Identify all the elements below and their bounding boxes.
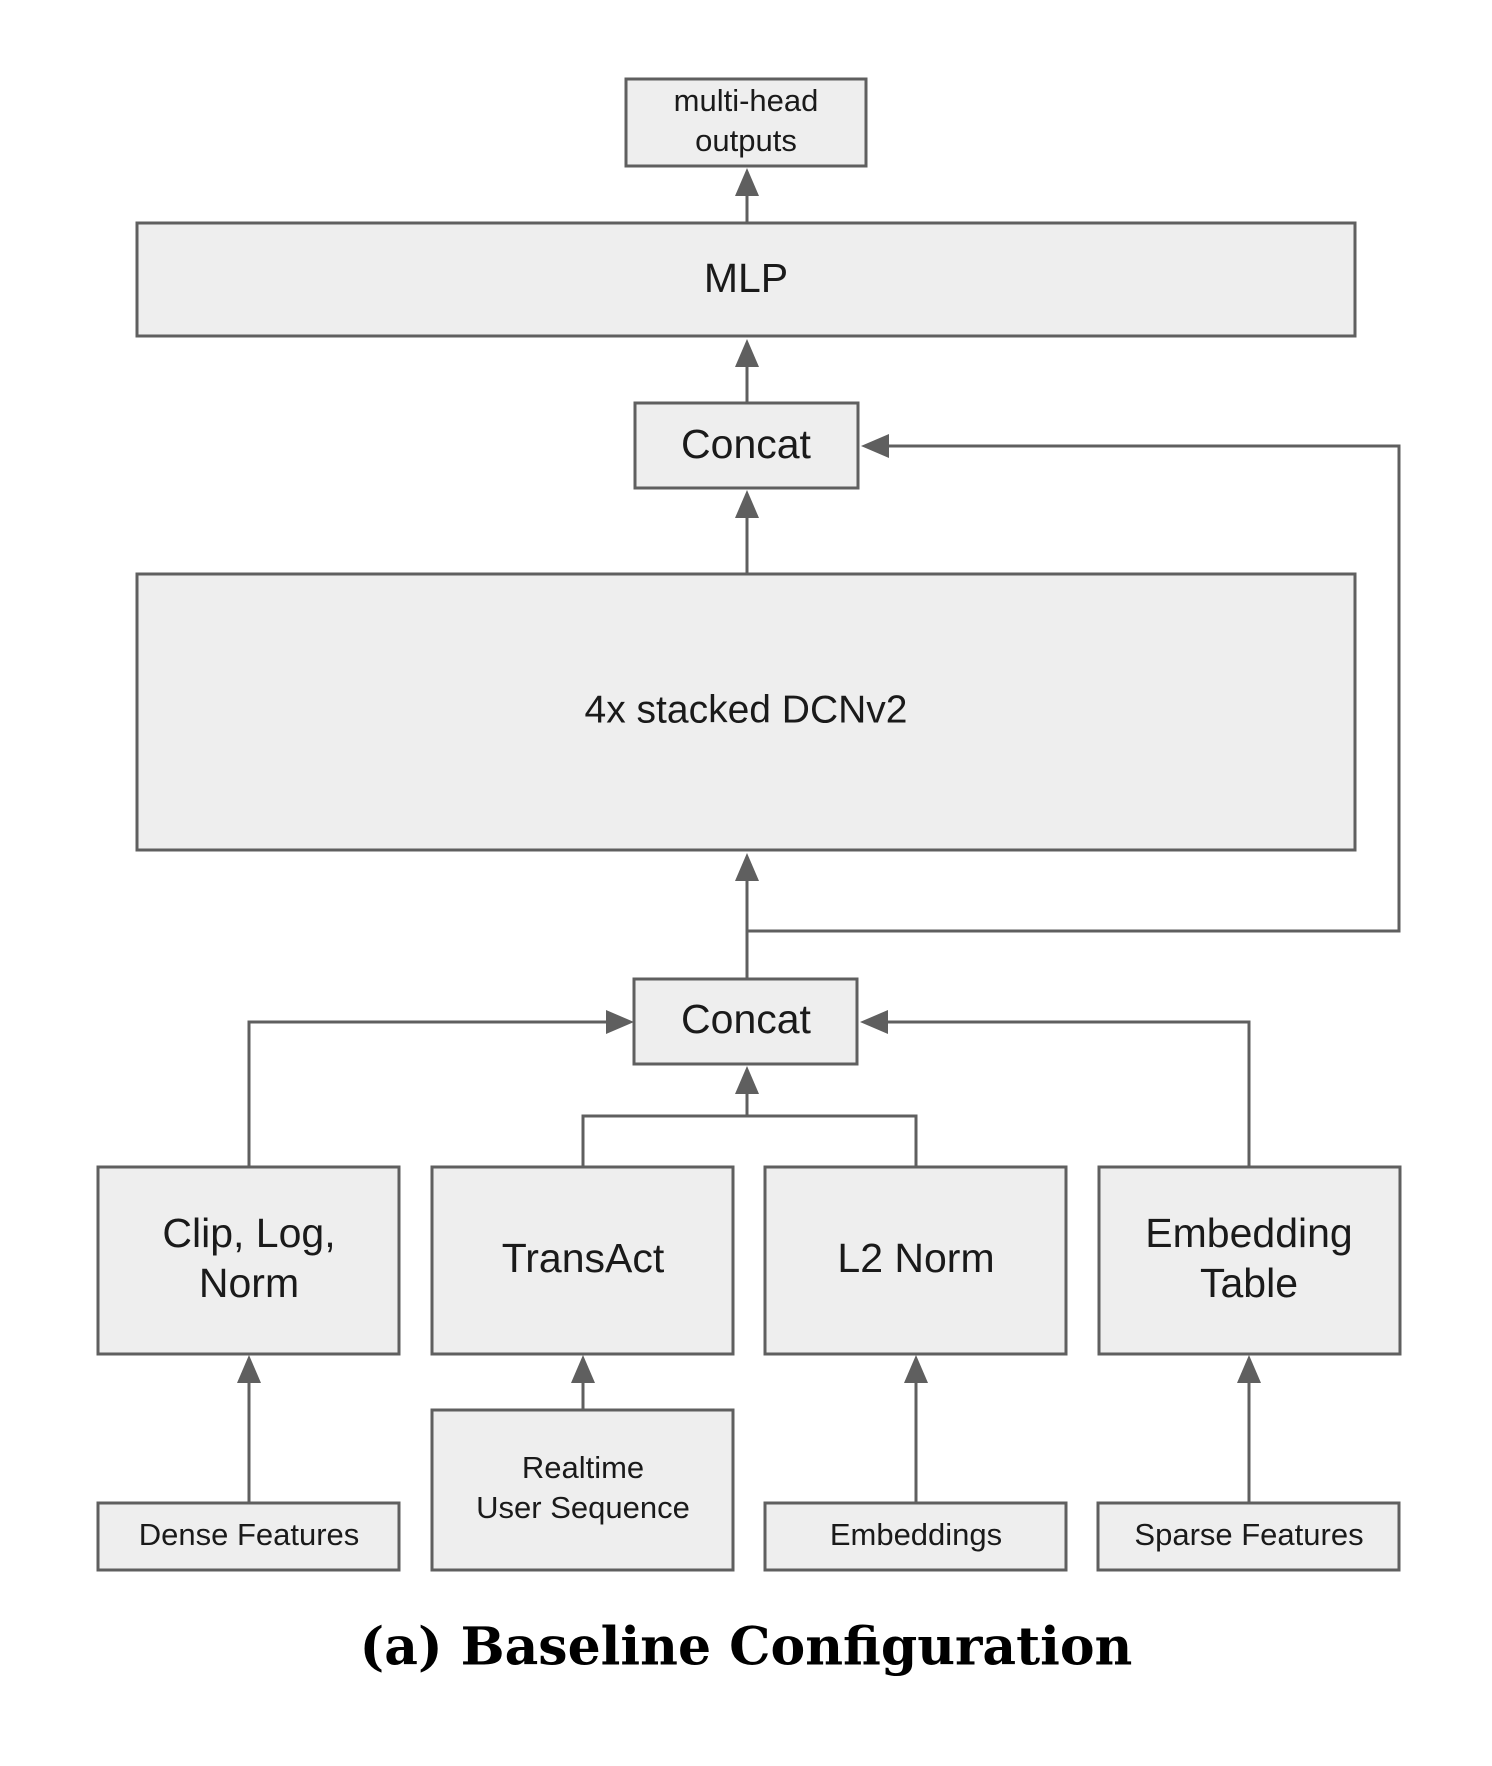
arrowhead xyxy=(860,1010,888,1034)
node-label: 4x stacked DCNv2 xyxy=(585,688,908,731)
node-label-line-1: multi-head xyxy=(674,83,819,118)
node-label-line-2: outputs xyxy=(695,123,797,158)
node-concat-bottom: Concat xyxy=(632,977,859,1066)
node-label-line-1: Embedding xyxy=(1145,1210,1352,1256)
arrowhead xyxy=(861,434,889,458)
arrowhead xyxy=(606,1010,634,1034)
node-transact: TransAct xyxy=(430,1165,735,1356)
arrowhead xyxy=(735,853,759,881)
node-multi-head-outputs: multi-head outputs xyxy=(624,77,868,168)
node-realtime-user-sequence: Realtime User Sequence xyxy=(430,1408,735,1572)
figure-caption: (a) Baseline Configuration xyxy=(360,1617,1133,1678)
node-clip-log-norm: Clip, Log, Norm xyxy=(96,1165,401,1356)
arrowhead xyxy=(571,1355,595,1383)
node-label-line-2: Table xyxy=(1200,1260,1298,1306)
node-dense-features: Dense Features xyxy=(96,1501,401,1572)
node-label: Dense Features xyxy=(139,1517,360,1552)
edge-embedding-table-to-concat xyxy=(888,1020,1251,1166)
node-label: Concat xyxy=(681,421,812,467)
arrowhead xyxy=(735,339,759,367)
arrowhead xyxy=(735,168,759,196)
arrowhead xyxy=(1237,1355,1261,1383)
node-label: Embeddings xyxy=(830,1517,1002,1552)
node-label-line-1: Clip, Log, xyxy=(162,1210,335,1256)
node-l2-norm: L2 Norm xyxy=(763,1165,1068,1356)
edges xyxy=(237,168,1401,1502)
edge-transact-l2-merge xyxy=(581,1114,918,1166)
node-label: L2 Norm xyxy=(837,1235,994,1281)
node-mlp: MLP xyxy=(135,221,1357,338)
edge-clip-to-concat xyxy=(247,1020,606,1166)
edge-skip-connection xyxy=(747,444,1401,933)
node-embedding-table: Embedding Table xyxy=(1097,1165,1402,1356)
node-embeddings: Embeddings xyxy=(763,1501,1068,1572)
node-label: TransAct xyxy=(502,1235,665,1281)
node-sparse-features: Sparse Features xyxy=(1096,1501,1401,1572)
node-label: MLP xyxy=(704,255,788,301)
node-label-line-2: Norm xyxy=(199,1260,299,1306)
node-label-line-1: Realtime xyxy=(522,1450,644,1485)
arrowhead xyxy=(237,1355,261,1383)
arrowhead xyxy=(735,490,759,518)
arrowhead xyxy=(904,1355,928,1383)
node-label: Concat xyxy=(681,996,812,1042)
node-dcnv2: 4x stacked DCNv2 xyxy=(135,572,1357,852)
node-label: Sparse Features xyxy=(1134,1517,1363,1552)
arrowhead xyxy=(735,1066,759,1094)
node-label-line-2: User Sequence xyxy=(476,1490,690,1525)
node-concat-top: Concat xyxy=(633,401,860,490)
